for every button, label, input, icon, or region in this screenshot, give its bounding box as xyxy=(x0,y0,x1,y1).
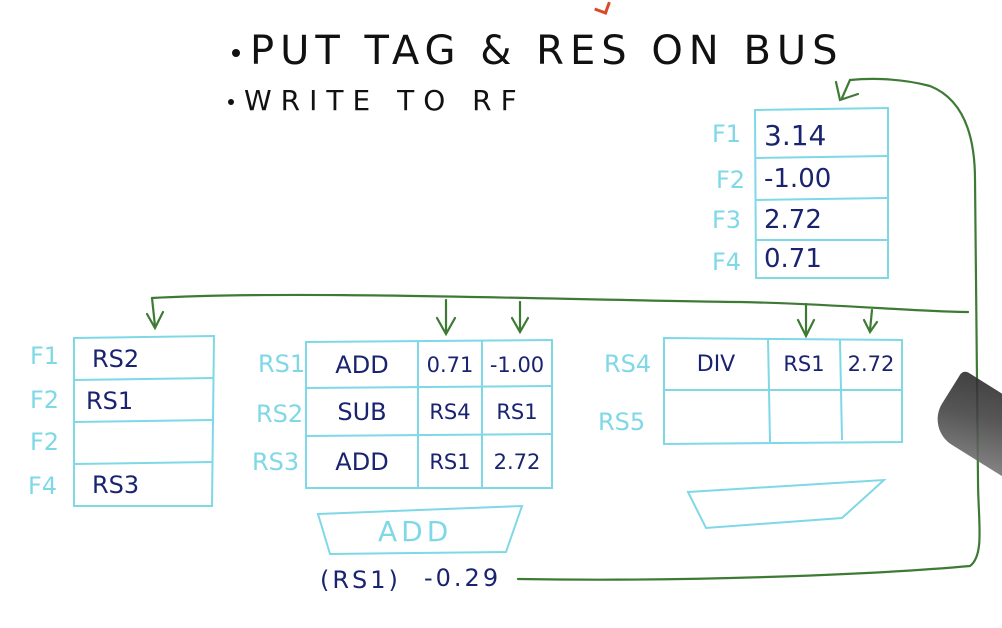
note-bullet-1-text: PUT TAG & RES ON BUS xyxy=(250,28,844,74)
rs-src2: -1.00 xyxy=(489,353,545,377)
bullet-dot-icon xyxy=(228,99,234,105)
rat-label: F2 xyxy=(30,386,60,414)
rs-src2: 2.72 xyxy=(847,352,895,376)
rf-value: 0.71 xyxy=(764,244,822,274)
note-bullet-2: WRITE TO RF xyxy=(228,84,526,117)
note-bullet-1: PUT TAG & RES ON BUS xyxy=(232,28,844,74)
broadcast-tag: (RS1) xyxy=(320,566,401,594)
rf-value: -1.00 xyxy=(764,164,832,194)
arrow-to-add-src1-head xyxy=(435,316,457,337)
rs-label: RS4 xyxy=(604,350,652,378)
arrow-to-rat-head xyxy=(145,310,165,331)
rs-label: RS2 xyxy=(256,400,304,428)
note-bullet-2-text: WRITE TO RF xyxy=(244,84,526,117)
broadcast-value: -0.29 xyxy=(424,564,502,592)
rs-src1: RS1 xyxy=(783,352,825,376)
mul-unit-shape xyxy=(686,478,887,530)
rs-src2: 2.72 xyxy=(493,450,541,474)
bus-return-line xyxy=(516,77,981,581)
rf-label: F4 xyxy=(712,248,742,276)
rs-label: RS5 xyxy=(598,408,646,436)
rs-op: ADD xyxy=(335,448,389,476)
rat-grid xyxy=(73,334,216,507)
rat-label: F1 xyxy=(30,342,60,370)
add-unit-shape xyxy=(316,504,524,556)
bus-horizontal-line xyxy=(150,293,970,314)
rs-op: ADD xyxy=(335,351,389,379)
arrow-to-mul-src2 xyxy=(868,308,874,332)
add-rs-grid xyxy=(305,338,553,489)
rf-label: F3 xyxy=(712,206,742,234)
rat-label: F4 xyxy=(28,472,58,500)
arrow-to-mul-src1-head xyxy=(796,318,816,339)
add-unit-label: ADD xyxy=(378,515,453,548)
arrow-to-rf-head xyxy=(834,80,860,102)
rs-src2 xyxy=(840,390,902,442)
rat-value xyxy=(84,422,212,464)
rat-value: RS2 xyxy=(92,345,140,373)
rf-value: 2.72 xyxy=(764,205,822,235)
rs-label: RS1 xyxy=(258,350,306,378)
rat-value: RS3 xyxy=(92,471,140,499)
mul-rs-grid xyxy=(663,336,903,446)
arrow-to-add-src2-head xyxy=(510,316,530,335)
rs-op xyxy=(664,390,768,442)
rf-value: 3.14 xyxy=(764,118,827,152)
bus-arrows xyxy=(145,80,879,339)
rs-src1 xyxy=(768,390,840,442)
bullet-dot-icon xyxy=(232,49,240,57)
rs-label: RS3 xyxy=(252,448,300,476)
arrow-to-rat xyxy=(150,296,157,328)
rs-op: SUB xyxy=(337,398,387,426)
rat-value: RS1 xyxy=(86,387,134,415)
rf-label: F1 xyxy=(712,120,742,148)
rat-label: F2 xyxy=(30,428,60,456)
common-data-bus xyxy=(150,77,981,581)
rf-label: F2 xyxy=(716,166,746,194)
rs-op: DIV xyxy=(696,351,736,377)
rs-src1: 0.71 xyxy=(426,353,474,377)
bus-to-rf-line xyxy=(840,78,852,100)
arrow-to-mul-src2-head xyxy=(862,318,879,335)
rs-src2: RS1 xyxy=(496,400,538,424)
register-file-grid xyxy=(753,106,889,279)
rs-src1: RS4 xyxy=(429,400,471,424)
rs-src1: RS1 xyxy=(429,450,471,474)
